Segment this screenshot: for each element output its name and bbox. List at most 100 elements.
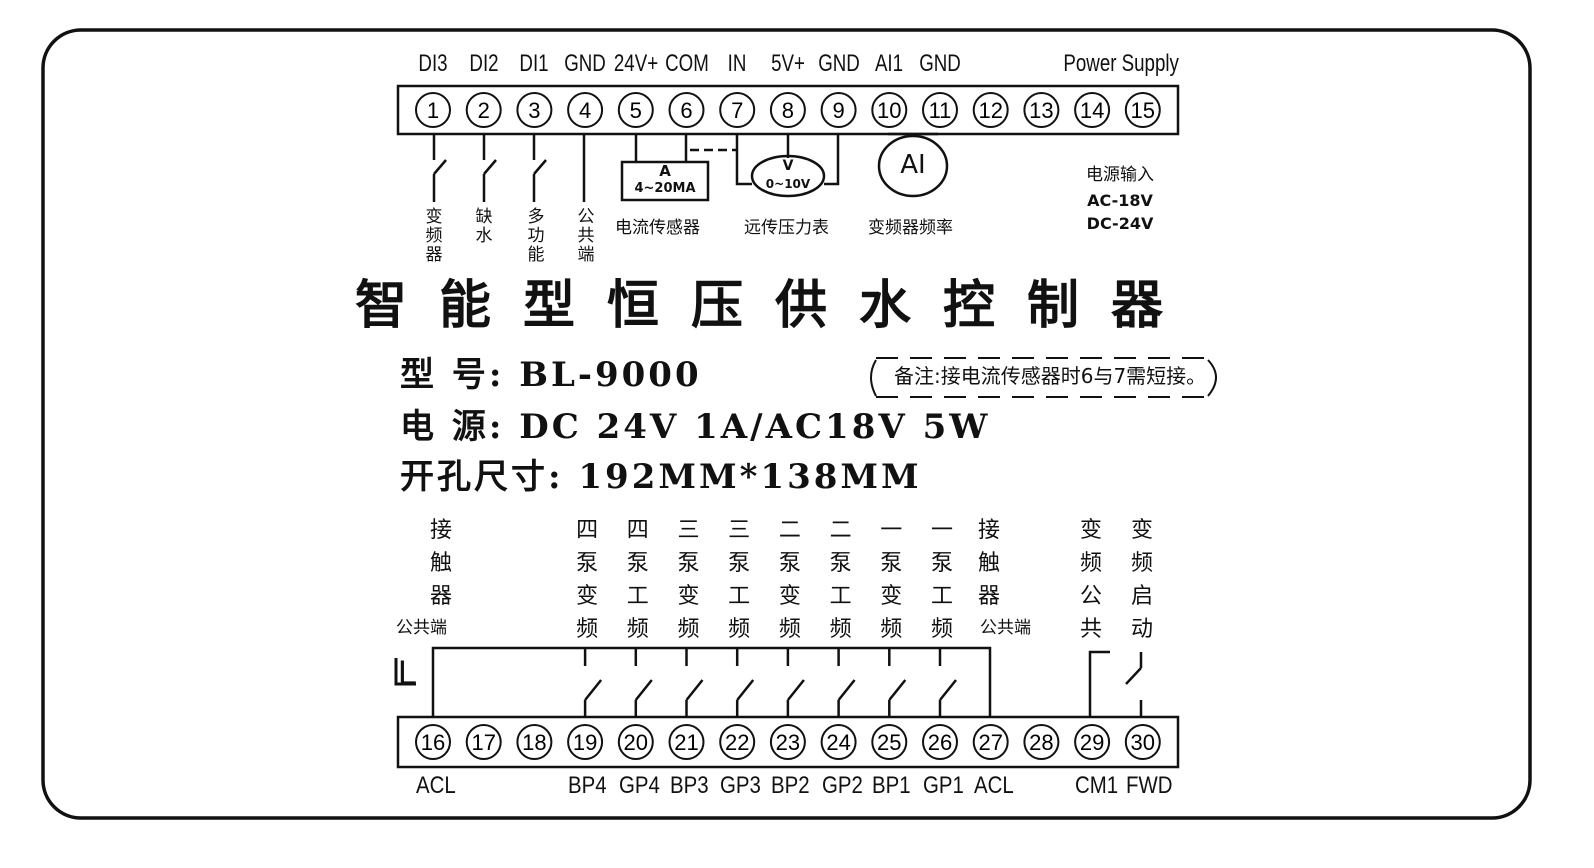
bottom-terminal-ring-28 [1023, 724, 1060, 760]
top-terminal-ring-4 [567, 92, 604, 128]
top-terminal-number-14: 14 [1080, 98, 1104, 123]
bottom-terminal-number-18: 18 [522, 730, 546, 755]
top-terminal-ring-5 [617, 92, 654, 128]
label-pump3-vfd: 三泵变频 [677, 518, 700, 642]
label-vfd-common: 变频公共 [1079, 518, 1102, 642]
relay-contact-24 [837, 648, 856, 717]
top-terminal-ring-7 [719, 92, 756, 128]
label-contactor-right-common: 公共端 [980, 618, 1031, 638]
top-label-9: GND [817, 50, 860, 77]
top-label-6: COM [664, 50, 709, 77]
bottom-label-20: GP4 [618, 772, 660, 799]
label-pump4-line: 四泵工频 [626, 518, 649, 642]
bottom-terminal-ring-16 [415, 724, 451, 760]
bottom-terminal-ring-30 [1124, 724, 1161, 760]
bottom-terminal-number-20: 20 [624, 730, 648, 755]
bottom-terminal-number-28: 28 [1029, 730, 1053, 755]
switch-di1 [532, 134, 547, 202]
relay-contact-22 [735, 648, 755, 717]
cm1-wire [1088, 650, 1110, 717]
current-sensor-range: 4~20MA [634, 181, 696, 196]
label-pump4-vfd: 四泵变频 [576, 518, 599, 642]
wiring-note: 备注:接电流传感器时6与7需短接。 [894, 364, 1207, 388]
top-label-7: IN [727, 50, 747, 77]
top-terminal-ring-9 [820, 92, 857, 128]
note-bracket [870, 359, 1217, 397]
line-marker: L [398, 654, 417, 692]
product-title: 智能型恒压供水控制器 [355, 276, 1196, 336]
top-terminal-number-6: 6 [680, 98, 692, 123]
label-pump2-line: 二泵工频 [829, 518, 852, 642]
bottom-terminal-number-26: 26 [928, 730, 952, 755]
top-terminal-ring-15 [1124, 92, 1161, 128]
bottom-terminal-number-19: 19 [573, 730, 597, 755]
bottom-label-27: ACL [973, 772, 1014, 799]
top-terminal-number-11: 11 [929, 98, 952, 123]
top-terminal-number-13: 13 [1029, 98, 1053, 123]
bottom-label-24: GP2 [821, 772, 863, 799]
digital-input-switches [432, 134, 586, 202]
note-dashes [876, 357, 1208, 398]
relay-output-wiring [394, 646, 1143, 717]
bottom-label-21: BP3 [669, 772, 709, 799]
bottom-terminal-ring-26 [922, 724, 958, 760]
spec-model: 型 号: BL-9000 [400, 355, 702, 395]
top-terminal-ring-13 [1023, 92, 1060, 128]
top-terminal-ring-3 [516, 92, 553, 128]
bottom-terminal-number-17: 17 [471, 730, 495, 755]
bottom-terminal-number-16: 16 [421, 730, 445, 755]
line-marker-bracket [394, 658, 416, 686]
bottom-label-25: BP1 [872, 772, 911, 799]
bottom-terminal-ring-25 [871, 724, 908, 760]
power-dc: DC-24V [1086, 214, 1154, 233]
label-pump1-vfd: 一泵变频 [880, 518, 903, 642]
top-terminal-number-12: 12 [978, 98, 1002, 123]
top-terminal-ring-6 [668, 92, 705, 128]
bottom-terminal-number-29: 29 [1080, 730, 1104, 755]
bottom-label-29: CM1 [1075, 772, 1119, 799]
top-label-5: 24V+ [613, 50, 658, 77]
bottom-label-16: ACL [416, 772, 456, 799]
bottom-terminal-ring-23 [769, 724, 806, 760]
switch-di3 [432, 134, 447, 202]
bottom-terminal-ring-21 [668, 724, 705, 760]
power-input-label: 电源输入 [1086, 165, 1154, 185]
relay-contact-21 [685, 648, 704, 717]
bottom-terminal-ring-19 [567, 724, 604, 760]
bottom-terminal-ring-20 [617, 724, 654, 760]
bottom-terminal-ring-24 [820, 724, 857, 760]
bottom-label-26: GP1 [923, 772, 964, 799]
panel-outline [41, 28, 1532, 820]
top-label-3: DI1 [519, 50, 549, 77]
top-terminal-ring-12 [972, 92, 1009, 128]
bottom-terminal-number-30: 30 [1131, 730, 1155, 755]
top-terminal-ring-10 [871, 92, 908, 128]
gauge-symbol: V [782, 158, 794, 174]
ai-input-wiring [877, 132, 949, 198]
bottom-terminal-number-21: 21 [674, 730, 698, 755]
label-vfd-input: 变频器 [425, 207, 443, 265]
bottom-label-22: GP3 [720, 772, 762, 799]
common-bus [431, 646, 992, 717]
bottom-terminal-ring-17 [465, 724, 502, 760]
current-sensor-wiring [620, 134, 736, 202]
gauge-range: 0~10V [765, 177, 811, 191]
top-terminal-number-7: 7 [731, 98, 743, 123]
bottom-terminal-number-22: 22 [725, 730, 749, 755]
ai-label: 变频器频率 [868, 218, 953, 238]
bottom-label-19: BP4 [568, 772, 607, 799]
bottom-label-30: FWD [1125, 772, 1173, 799]
current-sensor-label: 电流传感器 [615, 218, 700, 238]
bottom-terminal-number-23: 23 [776, 730, 800, 755]
top-terminal-ring-1 [415, 92, 451, 128]
top-terminal-number-10: 10 [877, 98, 901, 123]
top-label-4: GND [564, 50, 606, 77]
spec-power: 电 源: DC 24V 1A/AC18V 5W [400, 407, 991, 447]
gauge-label: 远传压力表 [744, 218, 829, 238]
top-terminal-number-3: 3 [528, 98, 540, 123]
bottom-terminal-ring-27 [972, 724, 1009, 760]
label-contactor-left: 接触器 [429, 518, 452, 609]
